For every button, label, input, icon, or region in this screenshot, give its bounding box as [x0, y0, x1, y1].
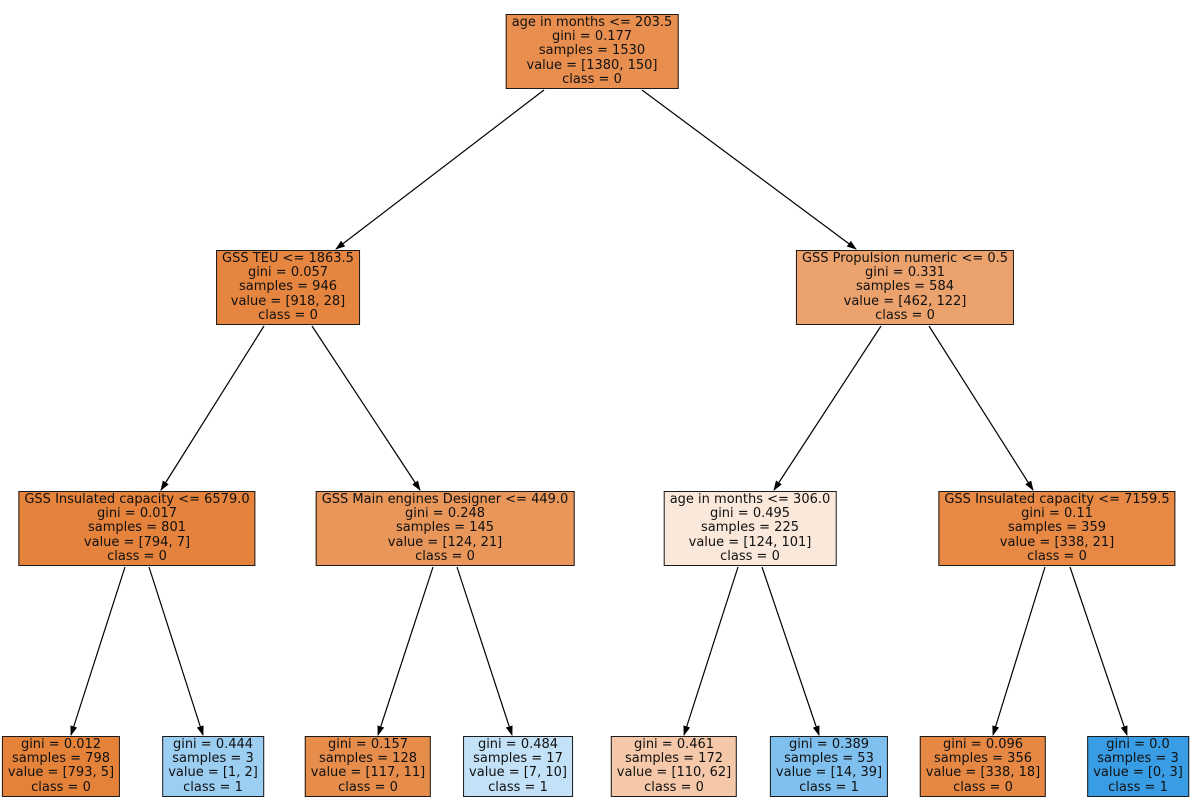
samples-count: samples = 798: [11, 751, 111, 767]
tree-node-root: age in months <= 203.5 gini = 0.177 samp…: [505, 14, 679, 90]
gini-value: gini = 0.057: [247, 265, 329, 281]
gini-value: gini = 0.248: [404, 506, 486, 522]
value-distribution: value = [117, 11]: [310, 765, 426, 781]
split-condition: GSS Insulated capacity <= 6579.0: [24, 492, 250, 507]
samples-count: samples = 3: [1097, 751, 1179, 767]
class-label: class = 1: [183, 779, 243, 795]
gini-value: gini = 0.017: [96, 506, 178, 522]
split-condition: age in months <= 306.0: [669, 492, 831, 507]
tree-node-RL: age in months <= 306.0 gini = 0.495 samp…: [663, 491, 837, 567]
gini-value: gini = 0.389: [788, 737, 870, 752]
edge-LR-LRL: [377, 566, 434, 736]
value-distribution: value = [338, 21]: [999, 534, 1115, 550]
edge-RL-RLR: [761, 566, 820, 736]
tree-leaf-LLL: gini = 0.012 samples = 798 value = [793,…: [1, 736, 121, 797]
value-distribution: value = [110, 62]: [616, 765, 732, 781]
tree-leaf-LRR: gini = 0.484 samples = 17 value = [7, 10…: [463, 736, 573, 797]
tree-leaf-LRL: gini = 0.157 samples = 128 value = [117,…: [304, 736, 432, 797]
tree-leaf-RRL: gini = 0.096 samples = 356 value = [338,…: [919, 736, 1047, 797]
gini-value: gini = 0.012: [20, 737, 102, 752]
value-distribution: value = [7, 10]: [469, 765, 567, 781]
samples-count: samples = 3: [172, 751, 254, 767]
value-distribution: value = [14, 39]: [775, 765, 883, 781]
samples-count: samples = 584: [855, 279, 954, 295]
samples-count: samples = 1530: [538, 43, 646, 59]
edge-RL-RLL: [683, 566, 739, 736]
tree-node-R: GSS Propulsion numeric <= 0.5 gini = 0.3…: [795, 250, 1015, 326]
edge-R-RL: [773, 325, 882, 491]
gini-value: gini = 0.157: [327, 737, 409, 752]
gini-value: gini = 0.0: [1106, 737, 1170, 752]
edge-L-LL: [160, 325, 265, 491]
class-label: class = 0: [107, 548, 167, 564]
gini-value: gini = 0.495: [709, 506, 791, 522]
class-label: class = 0: [338, 779, 398, 795]
class-label: class = 0: [562, 71, 622, 87]
class-label: class = 1: [488, 779, 548, 795]
edge-LL-LLR: [148, 566, 204, 736]
value-distribution: value = [1380, 150]: [526, 57, 658, 73]
tree-node-LR: GSS Main engines Designer <= 449.0 gini …: [315, 491, 575, 567]
samples-count: samples = 801: [87, 520, 186, 536]
class-label: class = 0: [1027, 548, 1087, 564]
value-distribution: value = [124, 101]: [688, 534, 812, 550]
gini-value: gini = 0.177: [551, 29, 633, 45]
gini-value: gini = 0.444: [172, 737, 254, 752]
class-label: class = 0: [875, 307, 935, 323]
edge-RR-RRL: [992, 566, 1046, 736]
samples-count: samples = 145: [395, 520, 494, 536]
tree-leaf-LLR: gini = 0.444 samples = 3 value = [1, 2] …: [162, 736, 264, 797]
value-distribution: value = [124, 21]: [387, 534, 503, 550]
edge-RR-RRR: [1069, 566, 1128, 736]
gini-value: gini = 0.11: [1021, 506, 1093, 522]
samples-count: samples = 946: [238, 279, 338, 295]
edge-L-LR: [311, 325, 421, 491]
value-distribution: value = [793, 5]: [7, 765, 115, 781]
class-label: class = 0: [720, 548, 780, 564]
edge-R-RR: [928, 325, 1034, 491]
value-distribution: value = [794, 7]: [83, 534, 191, 550]
tree-node-L: GSS TEU <= 1863.5 gini = 0.057 samples =…: [216, 250, 360, 326]
tree-leaf-RRR: gini = 0.0 samples = 3 value = [0, 3] cl…: [1087, 736, 1189, 797]
value-distribution: value = [0, 3]: [1093, 765, 1183, 781]
class-label: class = 0: [31, 779, 91, 795]
gini-value: gini = 0.096: [942, 737, 1024, 752]
class-label: class = 0: [415, 548, 475, 564]
tree-leaf-RLR: gini = 0.389 samples = 53 value = [14, 3…: [769, 736, 889, 797]
samples-count: samples = 128: [318, 751, 417, 767]
samples-count: samples = 225: [700, 520, 800, 536]
tree-node-LL: GSS Insulated capacity <= 6579.0 gini = …: [18, 491, 256, 567]
edge-root-L: [335, 89, 545, 250]
class-label: class = 0: [953, 779, 1013, 795]
gini-value: gini = 0.331: [864, 265, 946, 281]
split-condition: GSS Propulsion numeric <= 0.5: [801, 251, 1009, 266]
value-distribution: value = [1, 2]: [168, 765, 258, 781]
split-condition: GSS Main engines Designer <= 449.0: [321, 492, 569, 507]
samples-count: samples = 17: [473, 751, 563, 767]
split-condition: age in months <= 203.5: [511, 15, 673, 30]
gini-value: gini = 0.461: [633, 737, 715, 752]
class-label: class = 0: [258, 307, 318, 323]
value-distribution: value = [462, 122]: [843, 293, 967, 309]
samples-count: samples = 356: [933, 751, 1032, 767]
class-label: class = 0: [644, 779, 704, 795]
gini-value: gini = 0.484: [477, 737, 559, 752]
class-label: class = 1: [1108, 779, 1168, 795]
class-label: class = 1: [799, 779, 859, 795]
samples-count: samples = 53: [784, 751, 874, 767]
tree-leaf-RLL: gini = 0.461 samples = 172 value = [110,…: [610, 736, 738, 797]
tree-node-RR: GSS Insulated capacity <= 7159.5 gini = …: [938, 491, 1176, 567]
edge-LL-LLL: [70, 566, 126, 736]
value-distribution: value = [338, 18]: [925, 765, 1041, 781]
samples-count: samples = 172: [624, 751, 723, 767]
value-distribution: value = [918, 28]: [230, 293, 346, 309]
edge-root-R: [641, 89, 857, 250]
split-condition: GSS TEU <= 1863.5: [222, 251, 354, 266]
edge-LR-LRR: [456, 566, 513, 736]
samples-count: samples = 359: [1007, 520, 1106, 536]
split-condition: GSS Insulated capacity <= 7159.5: [944, 492, 1170, 507]
